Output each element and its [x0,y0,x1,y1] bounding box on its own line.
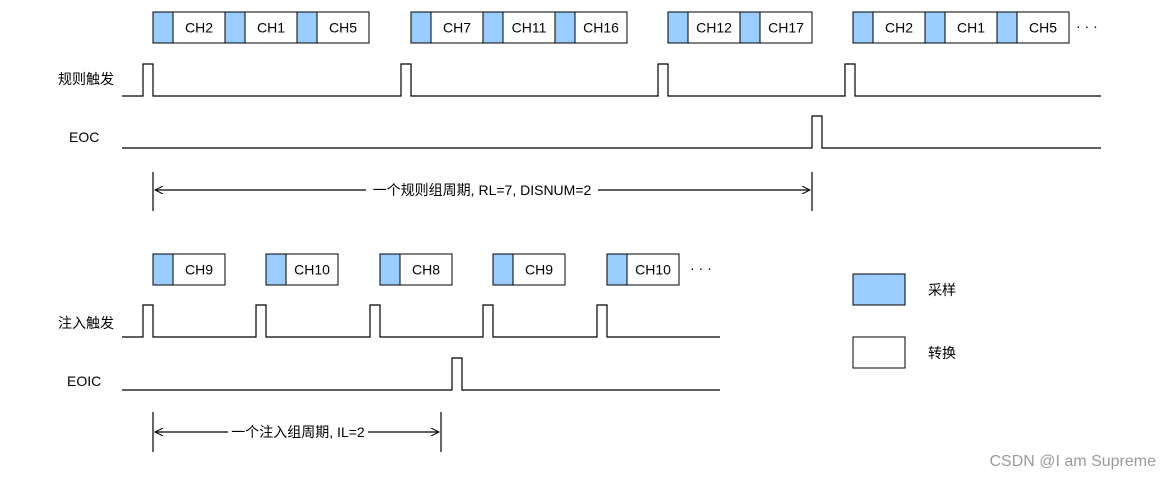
regular-convert-box [244,11,298,44]
legend-sample-label: 采样 [928,282,956,298]
legend: 采样 转换 [852,273,956,369]
injected-period-dimension: 一个注入组周期, IL=2 [152,412,442,452]
regular-period-label: 一个规则组周期, RL=7, DISNUM=2 [373,182,592,198]
regular-convert-box [944,11,998,44]
regular-channel-label: CH11 [512,20,547,36]
watermark: CSDN @I am Supreme [989,453,1156,470]
regular-channel-label: CH1 [257,20,285,36]
regular-sample-box [924,11,946,44]
regular-channel-label: CH16 [583,20,619,36]
regular-sample-box [996,11,1018,44]
regular-convert-box [502,11,556,44]
regular-channel-label: CH2 [885,20,913,36]
regular-sample-box [554,11,576,44]
injected-convert-box [399,253,453,286]
injected-period-label: 一个注入组周期, IL=2 [231,424,365,440]
injected-channel-label: CH10 [294,262,330,278]
injected-sample-box [606,253,628,286]
injected-channel-sequence: CH9 CH10 CH8 CH9 CH10 [152,253,680,286]
injected-channel-label: CH9 [525,262,553,278]
eoc-signal [122,115,1101,149]
regular-channel-label: CH2 [185,20,213,36]
regular-convert-box [1016,11,1070,44]
regular-ellipsis: · · · [1076,18,1098,34]
injected-sample-box [379,253,401,286]
eoic-signal [122,357,720,391]
injected-convert-box [512,253,566,286]
regular-channel-label: CH1 [957,20,985,36]
regular-channel-label: CH5 [1029,20,1057,36]
regular-convert-box [316,11,370,44]
regular-sample-box [296,11,318,44]
injected-convert-box [626,253,680,286]
injected-channel-label: CH10 [635,262,671,278]
regular-sample-box [224,11,246,44]
regular-trigger-signal [122,63,1101,97]
injected-ellipsis: · · · [690,260,712,276]
regular-convert-box [687,11,741,44]
regular-channel-label: CH7 [443,20,471,36]
injected-sample-box [265,253,287,286]
regular-sample-box [739,11,761,44]
injected-convert-box [172,253,226,286]
injected-trigger-signal [122,304,720,338]
regular-convert-box [759,11,813,44]
regular-channel-label: CH17 [768,20,804,36]
regular-period-dimension: 一个规则组周期, RL=7, DISNUM=2 [152,172,813,211]
regular-sample-box [852,11,874,44]
regular-sample-box [152,11,174,44]
eoic-label: EOIC [67,373,101,389]
injected-convert-box [285,253,339,286]
regular-convert-box [872,11,926,44]
regular-channel-label: CH5 [329,20,357,36]
regular-channel-label: CH12 [696,20,732,36]
legend-convert-label: 转换 [928,345,956,361]
regular-trigger-label: 规则触发 [58,71,114,87]
regular-channel-sequence: CH2 CH1 CH5 CH7 CH11 CH16 CH12 CH17 CH2 CH1 CH5 [152,11,1070,44]
legend-sample-swatch [852,273,906,306]
injected-channel-label: CH9 [185,262,213,278]
regular-convert-box [172,11,226,44]
injected-sample-box [492,253,514,286]
regular-convert-box [574,11,628,44]
regular-sample-box [482,11,504,44]
regular-sample-box [410,11,432,44]
injected-trigger-label: 注入触发 [58,315,114,331]
injected-channel-label: CH8 [412,262,440,278]
eoc-label: EOC [69,129,99,145]
injected-sample-box [152,253,174,286]
regular-sample-box [667,11,689,44]
legend-convert-swatch [852,336,906,369]
